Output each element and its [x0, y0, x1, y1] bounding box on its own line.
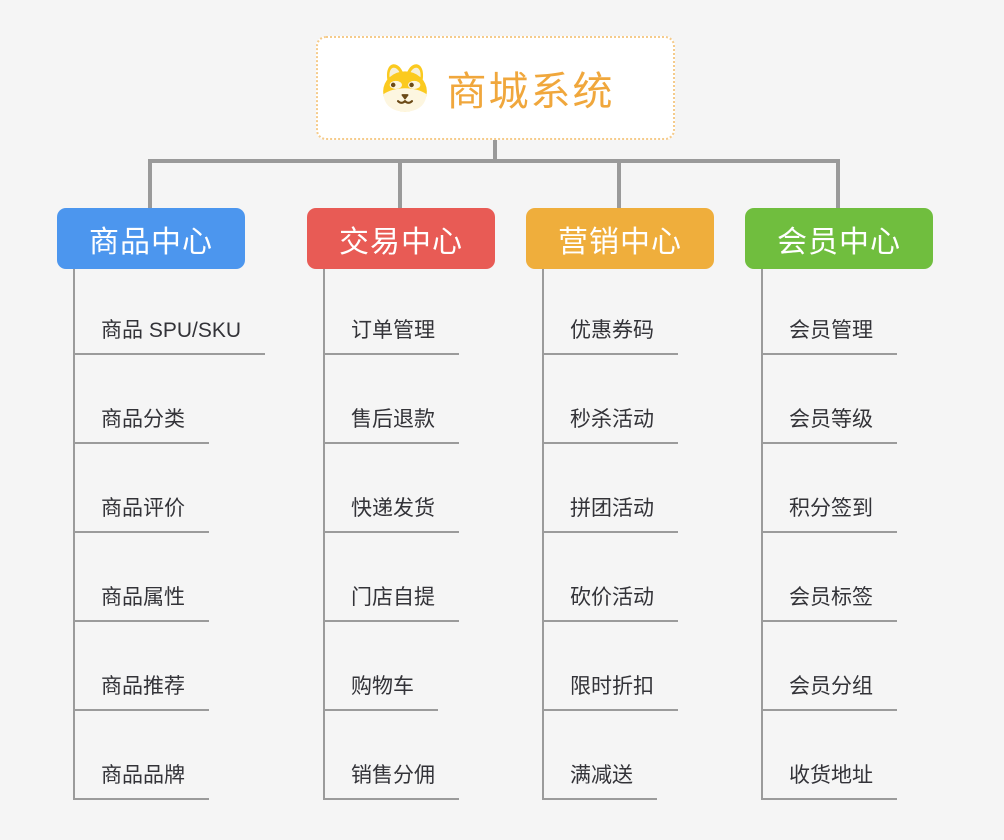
child-item: 商品属性 [73, 533, 303, 622]
child-item-label[interactable]: 会员分组 [761, 670, 897, 711]
child-item: 优惠券码 [542, 269, 772, 355]
child-item-label[interactable]: 商品评价 [73, 492, 209, 533]
connector-drop-4 [836, 159, 840, 211]
child-item-label[interactable]: 会员管理 [761, 314, 897, 355]
child-item: 拼团活动 [542, 444, 772, 533]
child-item: 秒杀活动 [542, 355, 772, 444]
connector-drop-2 [398, 159, 402, 211]
child-item-label[interactable]: 限时折扣 [542, 670, 678, 711]
branch-header[interactable]: 商品中心 [57, 208, 245, 269]
child-item-label[interactable]: 商品品牌 [73, 759, 209, 800]
child-item: 商品分类 [73, 355, 303, 444]
child-item: 快递发货 [323, 444, 553, 533]
child-item: 收货地址 [761, 711, 991, 800]
branch-label: 商品中心 [89, 225, 213, 259]
connector-root-stub [493, 139, 497, 163]
branch-children: 订单管理 售后退款 快递发货 门店自提 购物车 销售分佣 [323, 269, 553, 800]
branch-4: 会员中心 会员管理 会员等级 积分签到 会员标签 会员分组 收货地址 [745, 208, 933, 800]
child-item: 会员标签 [761, 533, 991, 622]
dog-icon [382, 64, 427, 112]
child-item-label[interactable]: 商品 SPU/SKU [73, 314, 266, 355]
root-node[interactable]: 商城系统 [316, 36, 675, 140]
child-item-label[interactable]: 商品分类 [73, 403, 209, 444]
branch-header[interactable]: 交易中心 [307, 208, 495, 269]
child-item: 售后退款 [323, 355, 553, 444]
child-item: 商品品牌 [73, 711, 303, 800]
child-item-label[interactable]: 秒杀活动 [542, 403, 678, 444]
branch-children: 优惠券码 秒杀活动 拼团活动 砍价活动 限时折扣 满减送 [542, 269, 772, 800]
child-item-label[interactable]: 购物车 [323, 670, 438, 711]
child-item: 会员等级 [761, 355, 991, 444]
child-item-label[interactable]: 会员等级 [761, 403, 897, 444]
branch-label: 交易中心 [339, 225, 463, 259]
branch-header[interactable]: 营销中心 [526, 208, 714, 269]
connector-drop-3 [617, 159, 621, 211]
child-item: 积分签到 [761, 444, 991, 533]
child-item: 满减送 [542, 711, 772, 800]
child-item-label[interactable]: 积分签到 [761, 492, 897, 533]
child-item-label[interactable]: 售后退款 [323, 403, 459, 444]
child-item: 商品评价 [73, 444, 303, 533]
child-item: 商品 SPU/SKU [73, 269, 303, 355]
child-item: 商品推荐 [73, 622, 303, 711]
branch-3: 营销中心 优惠券码 秒杀活动 拼团活动 砍价活动 限时折扣 满减送 [526, 208, 714, 800]
branch-label: 会员中心 [777, 225, 901, 259]
branch-2: 交易中心 订单管理 售后退款 快递发货 门店自提 购物车 销售分佣 [307, 208, 495, 800]
child-item: 订单管理 [323, 269, 553, 355]
branch-header[interactable]: 会员中心 [745, 208, 933, 269]
child-item-label[interactable]: 拼团活动 [542, 492, 678, 533]
branch-label: 营销中心 [558, 225, 682, 259]
child-item-label[interactable]: 优惠券码 [542, 314, 678, 355]
child-item-label[interactable]: 商品属性 [73, 581, 209, 622]
child-item-label[interactable]: 会员标签 [761, 581, 897, 622]
connector-horizontal-bar [148, 159, 840, 163]
branch-children: 商品 SPU/SKU 商品分类 商品评价 商品属性 商品推荐 商品品牌 [73, 269, 303, 800]
child-item: 门店自提 [323, 533, 553, 622]
child-item-label[interactable]: 满减送 [542, 759, 657, 800]
root-title: 商城系统 [446, 70, 615, 114]
branch-children: 会员管理 会员等级 积分签到 会员标签 会员分组 收货地址 [761, 269, 991, 800]
child-item: 会员分组 [761, 622, 991, 711]
child-item-label[interactable]: 门店自提 [323, 581, 459, 622]
child-item-label[interactable]: 订单管理 [323, 314, 459, 355]
child-item-label[interactable]: 商品推荐 [73, 670, 209, 711]
connector-drop-1 [148, 159, 152, 211]
child-item: 购物车 [323, 622, 553, 711]
branch-1: 商品中心 商品 SPU/SKU 商品分类 商品评价 商品属性 商品推荐 商品品牌 [57, 208, 266, 800]
child-item-label[interactable]: 销售分佣 [323, 759, 459, 800]
child-item: 限时折扣 [542, 622, 772, 711]
child-item-label[interactable]: 砍价活动 [542, 581, 678, 622]
child-item: 会员管理 [761, 269, 991, 355]
child-item-label[interactable]: 快递发货 [323, 492, 459, 533]
child-item: 销售分佣 [323, 711, 553, 800]
child-item: 砍价活动 [542, 533, 772, 622]
child-item-label[interactable]: 收货地址 [761, 759, 897, 800]
